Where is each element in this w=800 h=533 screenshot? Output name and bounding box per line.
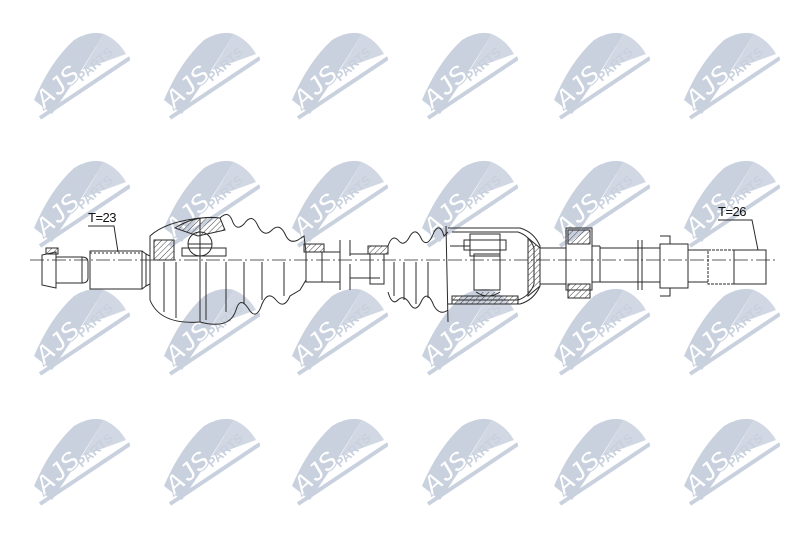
inner-boot [367,227,449,313]
outer-boot [199,214,307,325]
right-leader-line [718,219,759,251]
right-spline-label: T=26 [718,204,747,219]
tripod-joint-housing [445,225,566,323]
left-leader-line [88,225,119,253]
left-stub-end [41,247,151,290]
right-shaft [600,235,767,297]
left-spline-label: T=23 [88,210,117,225]
support-bearing [565,227,601,299]
outer-cv-joint [149,217,227,323]
